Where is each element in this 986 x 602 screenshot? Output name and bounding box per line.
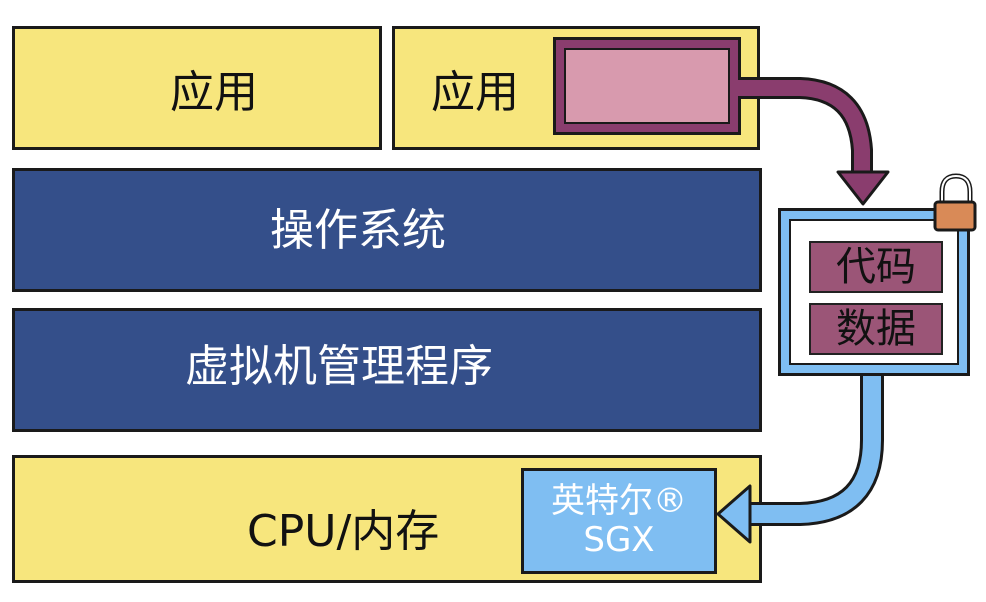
app-label-left: 应用: [170, 67, 258, 118]
padlock-icon: [933, 173, 977, 232]
enclave-code: 代码: [809, 241, 943, 293]
secret-region: [553, 37, 741, 135]
enclave-inner: 代码 数据: [789, 219, 959, 365]
hardware-layer: CPU/内存 英特尔® SGX: [12, 455, 762, 583]
sgx-line2: SGX: [583, 520, 655, 560]
curved-arrow-icon: [738, 77, 890, 206]
secret-region-inner: [564, 48, 730, 124]
hypervisor-label: 虚拟机管理程序: [185, 341, 493, 392]
curved-arrow-icon: [716, 376, 884, 544]
app-box-left: 应用: [12, 26, 382, 150]
enclave-box: 代码 数据: [778, 208, 970, 376]
hypervisor-layer: 虚拟机管理程序: [12, 308, 762, 432]
enclave-data-label: 数据: [836, 306, 916, 352]
os-layer: 操作系统: [12, 168, 762, 292]
app-label-right: 应用: [431, 67, 519, 118]
sgx-line1: 英特尔®: [551, 480, 687, 521]
enclave-code-label: 代码: [836, 244, 916, 290]
hardware-label: CPU/内存: [247, 506, 440, 557]
app-box-right: 应用: [392, 26, 760, 150]
enclave-data: 数据: [809, 303, 943, 355]
sgx-box: 英特尔® SGX: [521, 468, 717, 574]
os-label: 操作系统: [270, 205, 446, 256]
